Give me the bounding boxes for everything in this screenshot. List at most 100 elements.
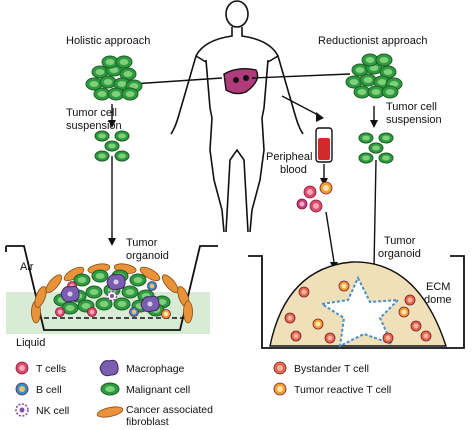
- b-cell-core: [149, 283, 155, 289]
- legend-caf-icon: [96, 406, 124, 418]
- t-cell-core: [313, 203, 319, 209]
- malignant-cell-nucleus: [372, 145, 380, 151]
- malignant-cell-nucleus: [99, 301, 109, 307]
- legend-bystander-icon-core: [277, 365, 283, 371]
- tumor-cluster-left: [85, 55, 143, 101]
- legend-nk-cell: NK cell: [36, 405, 69, 417]
- malignant-cell-nucleus: [89, 289, 99, 295]
- bystander-t-cell-core: [287, 315, 293, 321]
- label-reductionist: Reductionist approach: [318, 35, 427, 47]
- malignant-cell-nucleus: [95, 69, 105, 75]
- malignant-cell-nucleus: [383, 69, 393, 75]
- tumor-cluster-right: [345, 53, 403, 99]
- cancer-associated-fibroblast: [45, 274, 63, 294]
- malignant-cell-nucleus: [363, 77, 373, 83]
- legend-bystander: Bystander T cell: [294, 363, 369, 375]
- malignant-cell-nucleus: [81, 303, 91, 309]
- connector-arrows: [111, 73, 377, 269]
- malignant-cell-nucleus: [382, 155, 390, 161]
- legend-caf-2: fibroblast: [126, 416, 169, 428]
- tumor-reactive-t-cell-core: [401, 309, 407, 315]
- malignant-cell-nucleus: [365, 57, 375, 63]
- malignant-cell-nucleus: [123, 71, 133, 77]
- malignant-cell-nucleus: [109, 67, 119, 73]
- label-organoid-left-2: organoid: [126, 250, 169, 262]
- label-air: Air: [20, 261, 34, 273]
- b-cell-core: [131, 309, 137, 315]
- diagram-labels: Holistic approach Reductionist approach …: [16, 35, 452, 349]
- cancer-associated-fibroblast: [161, 274, 179, 294]
- label-organoid-left-1: Tumor: [126, 237, 158, 249]
- malignant-cell-nucleus: [125, 91, 135, 97]
- tumor-reactive-t-cell-core: [163, 311, 169, 317]
- label-suspension-left-2: suspension: [66, 120, 122, 132]
- tumor-organoid-left: [31, 263, 193, 324]
- bystander-t-cell-core: [407, 297, 413, 303]
- cancer-associated-fibroblast: [183, 300, 193, 324]
- bystander-t-cell-core: [413, 323, 419, 329]
- malignant-cell-nucleus: [362, 155, 370, 161]
- t-cell-core: [307, 189, 313, 195]
- malignant-cell-nucleus: [125, 289, 135, 295]
- malignant-cell-nucleus: [97, 91, 107, 97]
- malignant-cell-nucleus: [119, 59, 129, 65]
- legend: T cells B cell NK cell Macrophage Malign…: [15, 359, 391, 428]
- malignant-cell-nucleus: [98, 153, 106, 159]
- malignant-cell-nucleus: [355, 67, 365, 73]
- legend-t-cell-icon-core: [19, 365, 25, 371]
- malignant-cell-nucleus: [111, 91, 121, 97]
- legend-tumor-reactive: Tumor reactive T cell: [294, 384, 391, 396]
- legend-macrophage: Macrophage: [126, 363, 185, 375]
- malignant-cell-nucleus: [377, 79, 387, 85]
- malignant-cell-nucleus: [95, 273, 105, 279]
- malignant-cell-nucleus: [65, 305, 75, 311]
- malignant-cell-nucleus: [389, 81, 399, 87]
- legend-nk-cell-core: [19, 407, 25, 413]
- human-body-outline: [170, 0, 304, 233]
- bystander-t-cell-core: [385, 335, 391, 341]
- label-organoid-right-2: organoid: [378, 248, 421, 260]
- tumor-reactive-t-cell-core: [315, 321, 321, 327]
- malignant-cell-nucleus: [349, 79, 359, 85]
- t-cell-core: [57, 309, 63, 315]
- label-ecm-2: dome: [424, 294, 452, 306]
- malignant-cell-nucleus: [118, 153, 126, 159]
- malignant-cell-nucleus: [371, 89, 381, 95]
- label-holistic: Holistic approach: [66, 35, 150, 47]
- malignant-cell-nucleus: [103, 79, 113, 85]
- legend-b-cell: B cell: [36, 384, 62, 396]
- bystander-t-cell-core: [327, 335, 333, 341]
- macrophage-nucleus: [113, 279, 119, 285]
- label-ecm-1: ECM: [426, 281, 450, 293]
- bystander-t-cell-core: [301, 289, 307, 295]
- malignant-cell-nucleus: [98, 133, 106, 139]
- label-suspension-right-1: Tumor cell: [386, 101, 437, 113]
- label-suspension-left-1: Tumor cell: [66, 107, 117, 119]
- blood-tube: [315, 127, 333, 163]
- malignant-cell-nucleus: [369, 65, 379, 71]
- peripheral-blood-cells: [296, 181, 333, 213]
- malignant-cell-nucleus: [105, 59, 115, 65]
- tumor-reactive-t-cell-core: [323, 185, 329, 191]
- tumor-cell-suspension-right: [358, 132, 394, 164]
- malignant-cell-nucleus: [357, 89, 367, 95]
- label-suspension-right-2: suspension: [386, 114, 442, 126]
- malignant-cell-nucleus: [385, 89, 395, 95]
- t-cell-core: [89, 309, 95, 315]
- legend-malignant-cell: Malignant cell: [126, 384, 190, 396]
- macrophage-nucleus: [67, 291, 73, 297]
- malignant-cell-nucleus: [382, 135, 390, 141]
- nk-cell-core: [110, 294, 114, 298]
- malignant-cell-nucleus: [105, 386, 115, 392]
- cancer-associated-fibroblast: [139, 266, 161, 282]
- liver-organ: [223, 67, 259, 95]
- legend-t-cells: T cells: [36, 363, 66, 375]
- label-blood-1: Peripheal: [266, 151, 312, 163]
- bystander-t-cell-core: [423, 333, 429, 339]
- malignant-cell-nucleus: [362, 135, 370, 141]
- malignant-cell-nucleus: [77, 277, 87, 283]
- tumor-reactive-t-cell-core: [341, 283, 347, 289]
- malignant-cell-nucleus: [157, 299, 167, 305]
